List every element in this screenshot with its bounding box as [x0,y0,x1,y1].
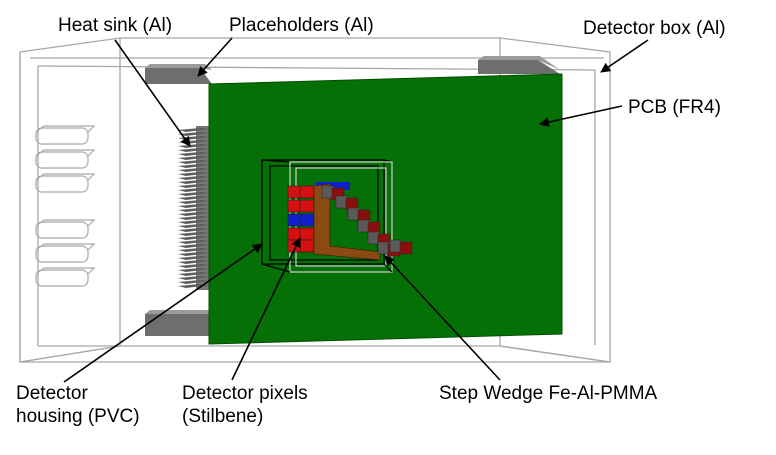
arrow-heat-sink [114,39,191,147]
heat-sink-fin [178,164,210,168]
heat-sink-fin [178,240,210,244]
side-slot [35,127,89,145]
detector-pixel [287,227,301,241]
heat-sink-fin [178,188,210,192]
heat-sink [178,126,210,290]
arrow-pcb [539,105,623,127]
heat-sink-fin [178,208,210,212]
label-step-wedge: Step Wedge Fe-Al-PMMA [439,383,658,404]
heat-sink-fin [178,220,210,224]
label-placeholders: Placeholders (Al) [229,15,374,36]
box-side-slots [35,125,96,287]
heat-sink-fin [178,212,210,216]
detector-pixel [299,199,315,213]
detector-pixel [299,213,315,227]
heat-sink-fin [178,236,210,240]
side-slot [35,245,89,263]
placeholder-top-left [145,68,212,84]
placeholders [145,56,560,336]
detector-pixel [299,227,315,241]
heat-sink-fin [178,152,210,156]
heat-sink-fin [178,276,210,280]
heat-sink-fin [178,184,210,188]
heat-sink-fin [178,148,210,152]
heat-sink-fin [178,160,210,164]
heat-sink-fin [178,128,210,132]
heat-sink-fin [178,216,210,220]
side-slot [35,221,89,239]
side-slot-top [35,243,96,251]
placeholder-bottom-left-face [145,310,210,314]
detector-pixel [299,185,315,199]
label-detector-pixels: Detector pixels (Stilbene) [182,383,308,427]
step-wedge [313,183,413,261]
arrow-placeholders [197,37,233,77]
label-detector-housing: Detector housing (PVC) [16,383,140,427]
heat-sink-fin [178,200,210,204]
heat-sink-fin [178,224,210,228]
heat-sink-fin [178,144,210,148]
side-slot-top [35,149,96,157]
side-slot-top [35,173,96,181]
heat-sink-fin [178,260,210,264]
side-slot-top [35,267,96,275]
label-pcb: PCB (FR4) [628,97,721,118]
heat-sink-fin [178,192,210,196]
pointer-arrows [63,37,649,383]
side-slot-top [35,125,96,133]
heat-sink-fin [178,252,210,256]
side-slot [35,175,89,193]
placeholder-top-left-face [145,64,212,70]
wedge-fe-step [399,241,413,255]
heat-sink-fin [178,272,210,276]
heat-sink-fin [178,232,210,236]
heat-sink-fin [178,280,210,284]
placeholder-bottom-left [145,314,210,336]
side-slot-top [35,219,96,227]
arrow-detector-box [600,39,649,73]
heat-sink-fin [178,176,210,180]
heat-sink-fin [178,244,210,248]
heat-sink-fin [178,132,210,136]
heat-sink-fin [178,180,210,184]
heat-sink-fin [178,228,210,232]
heat-sink-fin [178,156,210,160]
detector-pixel [287,213,301,227]
side-slot [35,151,89,169]
heat-sink-fin [178,248,210,252]
label-heat-sink: Heat sink (Al) [58,15,173,36]
detector-pixel [299,239,315,253]
heat-sink-fin [178,204,210,208]
heat-sink-fin [178,196,210,200]
heat-sink-fin [178,172,210,176]
arrow-detector-housing [63,243,263,383]
label-detector-box: Detector box (Al) [583,18,726,39]
heat-sink-fin [178,256,210,260]
detector-pixel [287,199,301,213]
placeholder-top-right [478,60,560,74]
heat-sink-fin [178,168,210,172]
arrow-step-wedge [384,255,501,381]
arrow-detector-pixels [231,237,301,381]
side-slot [35,269,89,287]
placeholder-top-right-face [478,56,560,70]
detector-pixel [287,185,301,199]
heat-sink-fin [178,268,210,272]
heat-sink-fin [178,264,210,268]
